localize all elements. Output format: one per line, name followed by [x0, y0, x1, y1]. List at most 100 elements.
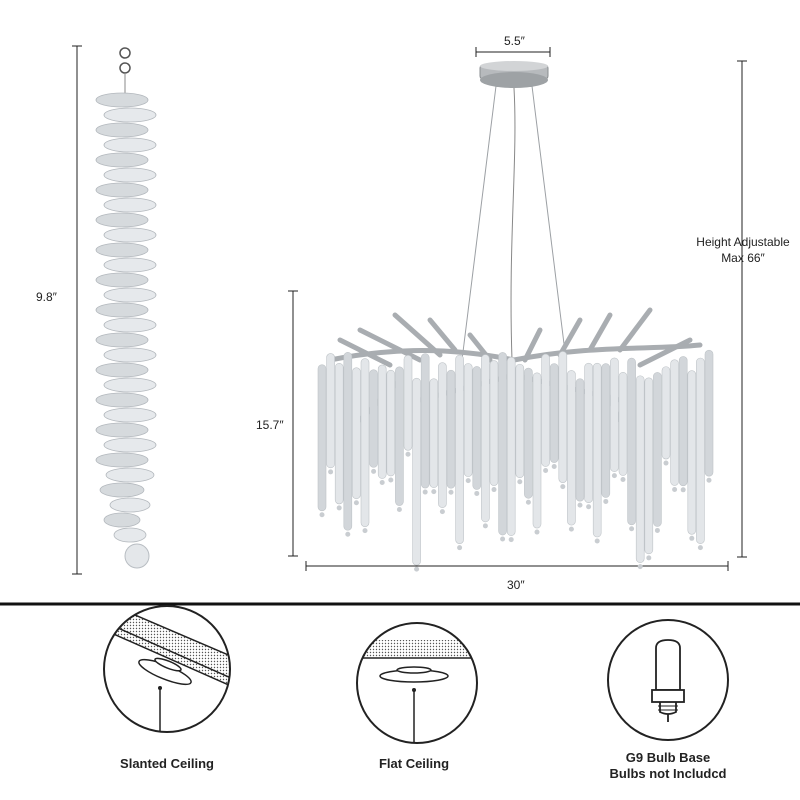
crystal-drop [635, 375, 645, 563]
crystal-drop [644, 377, 654, 555]
strand-crystal [103, 197, 157, 213]
crystal-drop [429, 378, 439, 488]
height-adjustable-label: Height Adjustable Max 66″ [693, 234, 793, 266]
crystal-bead [646, 555, 652, 561]
body-width-label: 30″ [507, 578, 525, 592]
crystal-bead [620, 476, 626, 482]
crystal-bead [680, 487, 686, 493]
crystal-bead [439, 509, 445, 515]
crystal-bead [663, 460, 669, 466]
crystal-bead [603, 498, 609, 504]
strand-crystal [95, 152, 149, 168]
crystal-bead [500, 536, 506, 542]
slanted-ceiling-caption: Slanted Ceiling [120, 756, 214, 771]
crystal-drop [498, 352, 507, 536]
strand-crystal [95, 452, 149, 468]
strand-crystal [95, 92, 149, 108]
crystal-bead [629, 526, 635, 532]
strand-crystal [103, 407, 157, 423]
crystal-drop [326, 353, 335, 469]
crystal-drop [670, 359, 679, 486]
adjustable-height-dimension [737, 60, 747, 558]
strand-crystal [113, 527, 147, 543]
crystal-bead [534, 529, 540, 535]
crystal-drop [446, 369, 456, 489]
strand-length-label: 9.8″ [36, 290, 57, 304]
slanted-ceiling-icon [103, 605, 231, 733]
crystal-bead [706, 477, 712, 483]
crystal-drop [438, 362, 447, 508]
crystal-drop [369, 369, 378, 468]
strand-crystal [95, 272, 149, 288]
crystal-bead [431, 489, 437, 495]
body-width-dimension [305, 561, 729, 571]
strand-crystal [95, 332, 149, 348]
strand-crystal [105, 467, 155, 483]
crystal-drop [532, 372, 542, 529]
body-height-label: 15.7″ [256, 418, 284, 432]
crystal-drop [678, 356, 688, 487]
strand-crystal [103, 137, 157, 153]
crystal-drop [360, 358, 370, 527]
crystal-drop [653, 372, 662, 527]
strand-crystal [103, 287, 157, 303]
crystal-drop [610, 357, 619, 472]
crystal-drop [386, 369, 396, 477]
crystal-bead [543, 467, 549, 473]
strand-height-dimension [72, 45, 82, 575]
crystal-drop [704, 349, 714, 477]
strand-crystal [95, 122, 149, 138]
height-adjustable-line2: Max 66″ [721, 251, 765, 265]
crystal-drop [506, 356, 516, 536]
crystal-bead [637, 564, 643, 570]
strand-crystal [103, 167, 157, 183]
strand-crystal [95, 302, 149, 318]
crystal-drop [352, 367, 361, 500]
strand-crystal [109, 497, 151, 513]
crystal-drop [395, 366, 404, 506]
crystal-drop [524, 367, 533, 499]
crystal-drop [575, 378, 585, 502]
crystal-bead [396, 507, 402, 513]
bulb-caption-line1: G9 Bulb Base [625, 750, 711, 765]
crystal-bead [405, 451, 411, 457]
crystal-drop [472, 366, 482, 490]
crystal-bead [465, 478, 471, 484]
strand-crystal [99, 482, 145, 498]
suspension-wires [461, 85, 567, 361]
crystal-bead [654, 527, 660, 533]
strand-crystal [103, 317, 157, 333]
strand-crystal [103, 257, 157, 273]
ceiling-canopy [479, 61, 549, 88]
crystal-bead [672, 486, 678, 492]
crystal-drop [412, 377, 421, 566]
bulb-icon [607, 619, 729, 741]
crystal-bead [560, 484, 566, 490]
crystal-bead [491, 487, 497, 493]
crystal-bead [611, 473, 617, 479]
crystal-bead [568, 526, 574, 532]
crystal-bead [586, 504, 592, 510]
strand-crystal [95, 362, 149, 378]
crystal-drop [403, 354, 413, 451]
strand-crystal [103, 437, 157, 453]
crystal-bead [697, 545, 703, 551]
crystal-bead [345, 531, 351, 537]
crystal-bead [525, 499, 531, 505]
canopy-width-dimension [475, 47, 551, 57]
crystal-drop [420, 353, 430, 489]
crystal-drop [481, 354, 490, 523]
strand-crystal [103, 377, 157, 393]
flat-ceiling-caption: Flat Ceiling [378, 756, 450, 771]
crystal-drop [463, 363, 473, 477]
bulb-caption-line2: Bulbs not Includcd [609, 766, 727, 781]
strand-crystal [103, 227, 157, 243]
crystal-drop [696, 357, 705, 544]
height-adjustable-line1: Height Adjustable [696, 235, 790, 249]
crystal-bead [577, 502, 583, 508]
crystal-bead [422, 489, 428, 495]
crystal-bead [362, 528, 368, 534]
crystal-bead [517, 479, 523, 485]
crystal-bead [336, 505, 342, 511]
